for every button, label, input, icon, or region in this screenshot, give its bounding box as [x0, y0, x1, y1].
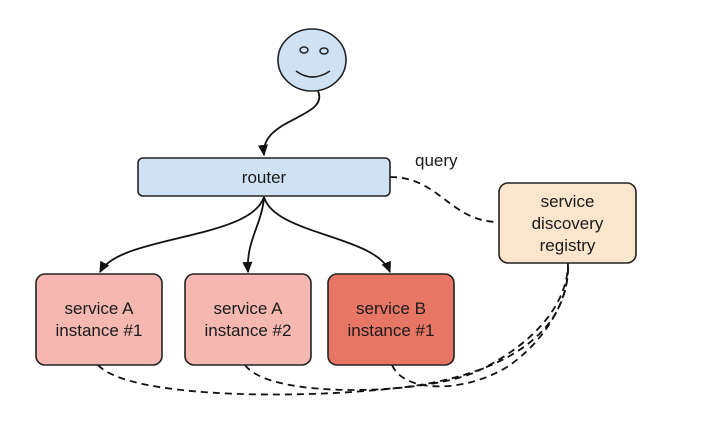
- router-node: router: [137, 157, 391, 197]
- smiley-face-icon: [277, 28, 347, 92]
- service-a1-label-line-2: instance #1: [56, 321, 143, 340]
- service-a2-to-registry-connector: [244, 262, 569, 391]
- service-b1-label-line-1: service B: [356, 299, 426, 318]
- query-label: query: [415, 151, 458, 170]
- router-to-service-a2-connector: [242, 196, 265, 274]
- router-to-service-b1-connector: [263, 196, 391, 274]
- service-b-instance-1-node: service B instance #1: [327, 273, 455, 366]
- service-a2-label-line-1: service A: [214, 299, 284, 318]
- service-a-instance-2-node: service A instance #2: [184, 273, 312, 366]
- service-a2-label-line-2: instance #2: [205, 321, 292, 340]
- registry-label-line-1: service: [541, 192, 595, 211]
- registry-label-line-3: registry: [540, 236, 596, 255]
- router-to-service-a1-connector: [99, 196, 265, 274]
- router-to-registry-query-connector: [389, 176, 500, 223]
- service-b1-to-registry-connector: [391, 262, 569, 388]
- service-a-instance-1-node: service A instance #1: [35, 273, 163, 366]
- registry-label-line-2: discovery: [532, 214, 604, 233]
- service-a1-label-line-1: service A: [65, 299, 135, 318]
- user-to-router-connector: [257, 90, 321, 157]
- service-b1-label-line-2: instance #1: [348, 321, 435, 340]
- router-label: router: [242, 168, 287, 187]
- service-discovery-registry-node: service discovery registry: [498, 182, 637, 264]
